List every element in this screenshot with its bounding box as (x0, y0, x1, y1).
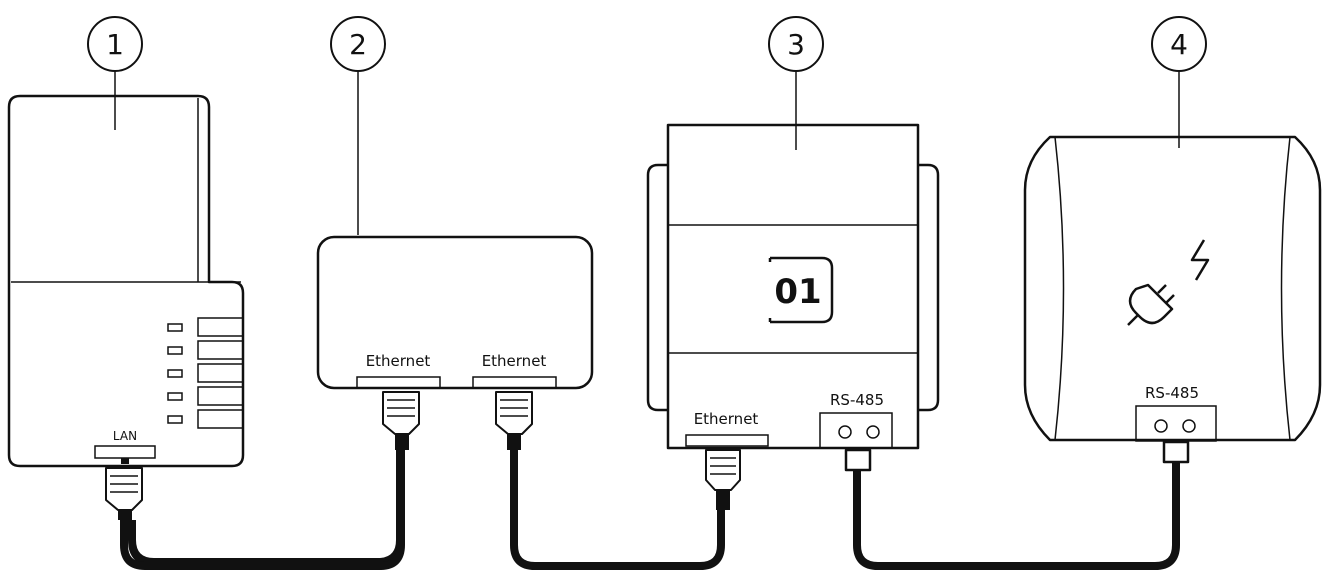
gateway-rs485-plug (844, 448, 872, 472)
switch-port-2 (472, 376, 557, 389)
callout-4: 4 (1151, 16, 1207, 148)
gateway-ethernet-label: Ethernet (694, 410, 759, 428)
charger-device: RS-485 (1023, 135, 1322, 464)
gateway-display-text: 01 (774, 272, 821, 312)
router-lan-port (94, 445, 156, 459)
callout-number-2: 2 (349, 28, 367, 61)
callout-number-1: 1 (106, 28, 124, 61)
callout-3: 3 (768, 16, 824, 150)
gateway-ethernet-port (685, 434, 769, 447)
switch-ethernet-plug-1 (382, 391, 420, 450)
cable-router-switch-line (120, 450, 405, 570)
callout-number-3: 3 (787, 28, 805, 61)
callout-2: 2 (330, 16, 386, 235)
charger-rs485-plug (1162, 440, 1190, 464)
router-side-slots (197, 317, 244, 429)
router-ethernet-plug (105, 458, 143, 520)
switch-port-label-1: Ethernet (366, 352, 431, 370)
callout-1: 1 (87, 16, 143, 130)
charger-rs485-label: RS-485 (1145, 384, 1199, 402)
gateway-display: 01 (768, 256, 834, 324)
gateway-rs485-label: RS-485 (830, 391, 884, 409)
cable-rs485 (853, 462, 1180, 570)
gateway-ethernet-plug (705, 449, 741, 510)
callout-number-4: 4 (1170, 28, 1188, 61)
gateway-device: 01 Ethernet RS-485 (646, 123, 940, 510)
router-device: LAN (7, 94, 245, 520)
plug-charging-icon (1127, 239, 1210, 326)
switch-ethernet-plug-2 (495, 391, 533, 450)
cable-router-switch (120, 450, 404, 566)
gateway-rs485-terminal (819, 412, 893, 449)
switch-device: Ethernet Ethernet (316, 235, 594, 450)
charger-rs485-terminal (1135, 405, 1217, 442)
cable-switch-gateway (510, 450, 725, 570)
switch-port-label-2: Ethernet (482, 352, 547, 370)
router-leds (167, 323, 183, 424)
switch-port-1 (356, 376, 441, 389)
router-port-label: LAN (113, 429, 137, 443)
